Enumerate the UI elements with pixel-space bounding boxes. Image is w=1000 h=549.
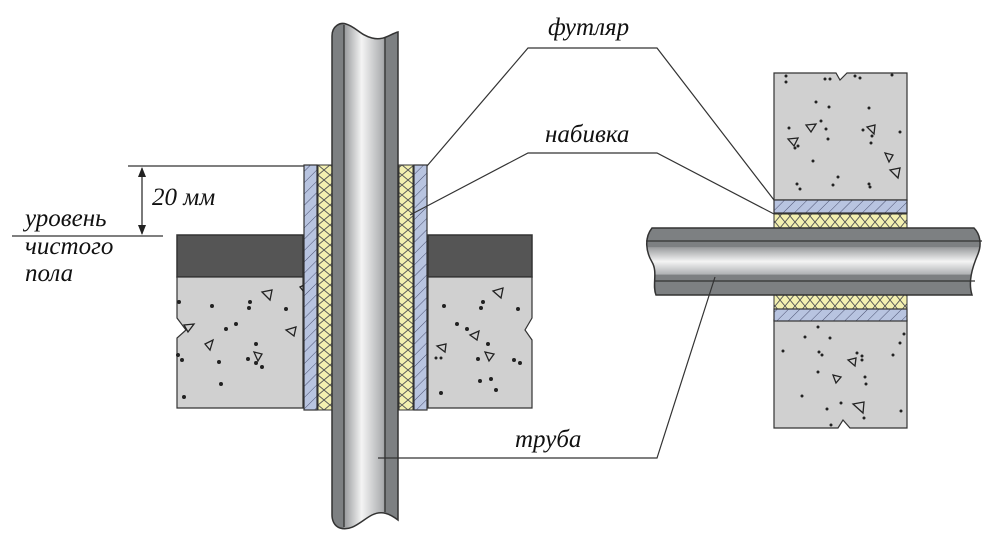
floor-level-label-line3: пола [25,260,73,287]
concrete-slab-right [427,276,533,409]
arrow-up-icon [138,167,146,177]
packing-label: набивка [545,121,629,148]
floor-level-label-line2: чистого [25,233,113,260]
dimension-20mm [12,165,304,237]
floor-finish-left [176,234,304,278]
pipe-vertical [331,22,399,530]
floor-level-label-line1: уровень [22,205,107,232]
concrete-aggregate-wall [781,73,906,427]
packing-right [398,164,414,411]
pipe-horizontal [646,227,982,296]
wall-section [773,72,908,429]
floor-slab-right [427,234,533,409]
sleeve-bottom-wall [773,308,908,322]
pipe-label: труба [515,426,581,453]
wall-lower [773,319,908,429]
packing-left [317,164,333,411]
concrete-triangles-wall [786,123,901,415]
wall-upper [773,72,908,201]
arrow-down-icon [138,225,146,235]
sleeve-left-wall [303,164,318,411]
sleeve-top-wall [773,199,908,214]
sleeve-right-wall [413,164,428,411]
sleeve-label: футляр [548,14,629,41]
packing-bottom [773,294,908,310]
leader-sleeve [426,47,775,201]
dimension-label: 20 мм [152,184,215,211]
packing-top [773,213,908,229]
leader-pipe [378,276,716,459]
floor-slab-left [176,234,304,409]
leader-packing [409,152,775,216]
floor-finish-right [427,234,533,278]
concrete-aggregate-floor [176,300,522,399]
concrete-slab-left [176,276,304,409]
